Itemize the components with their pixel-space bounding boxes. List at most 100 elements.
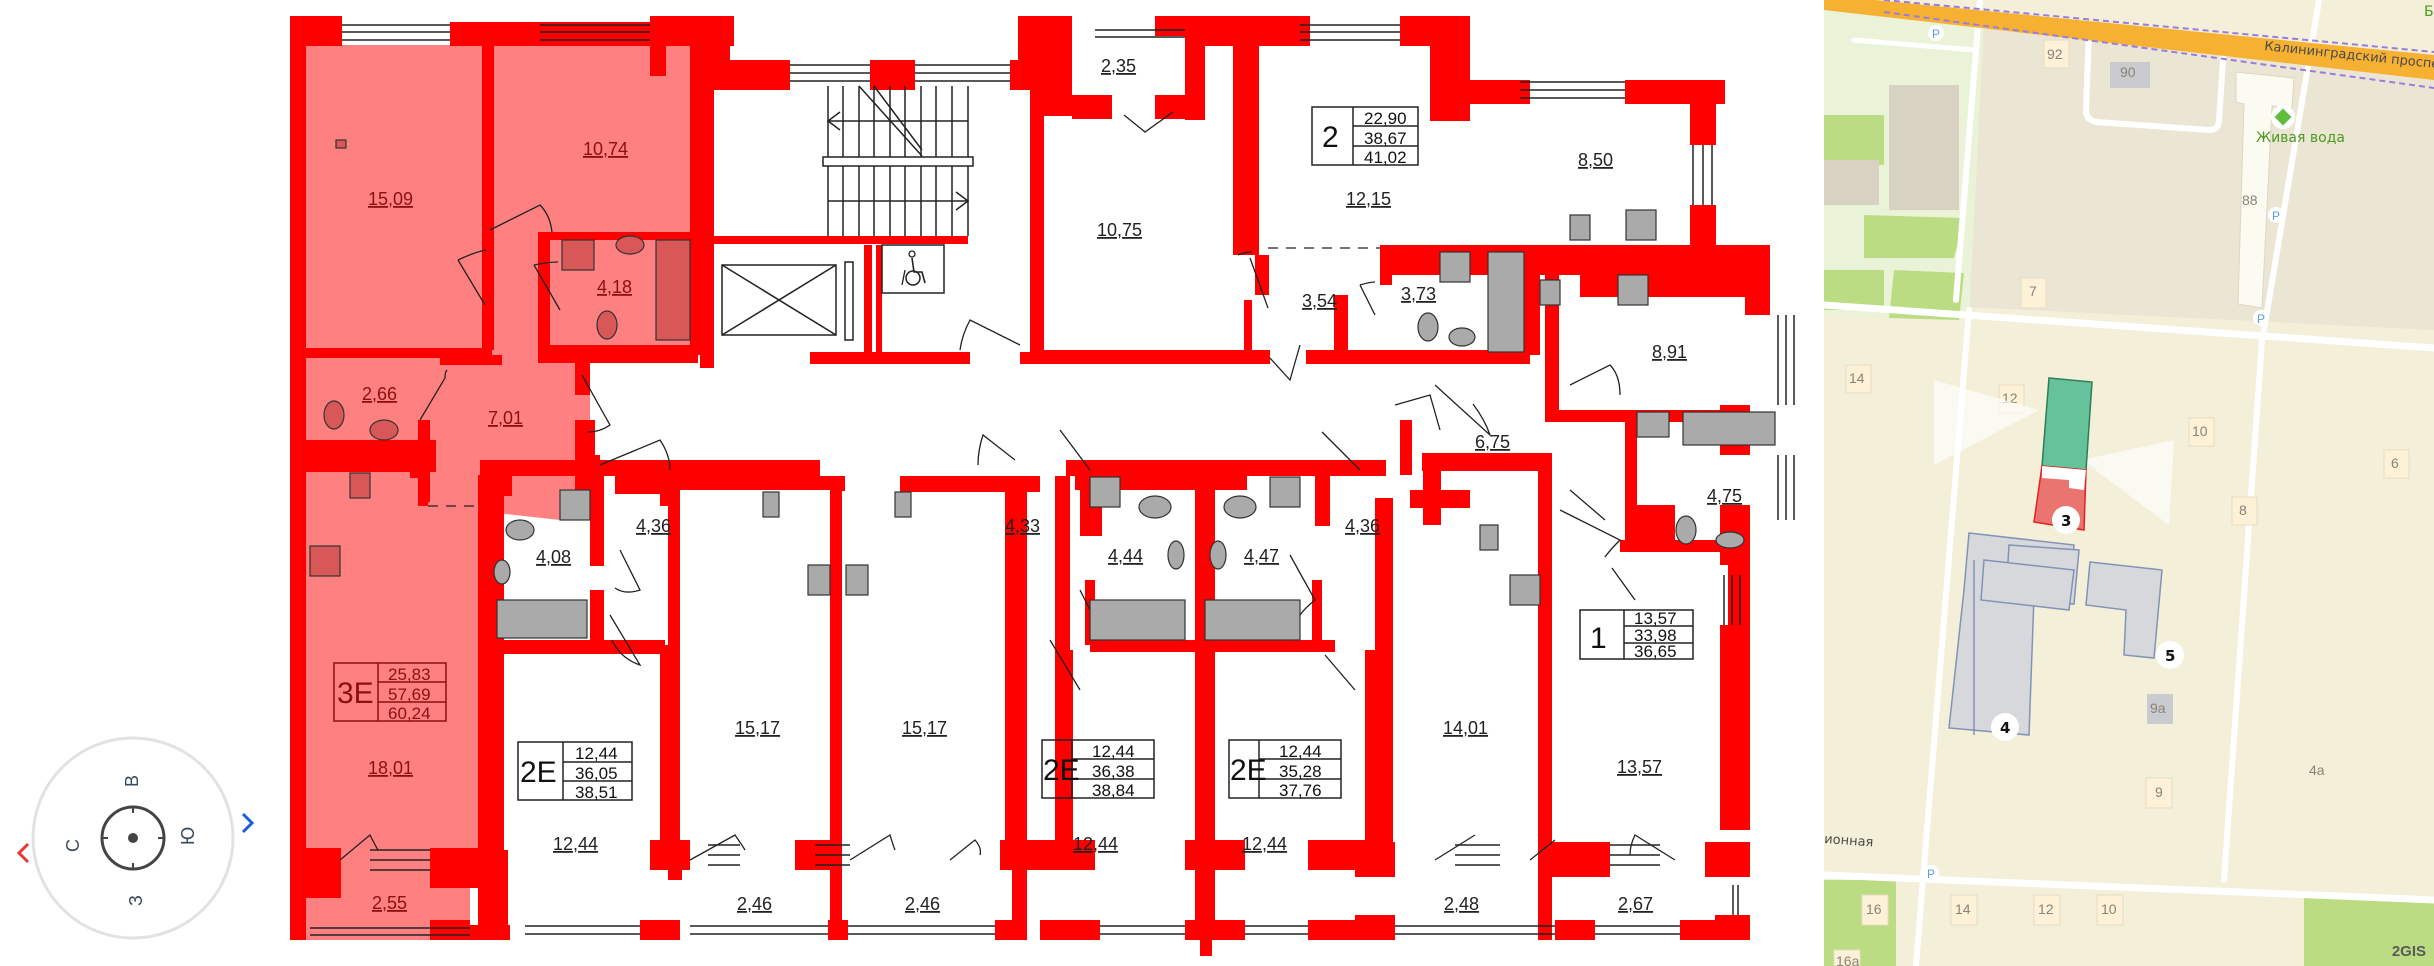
compass-south-label: Ю: [178, 827, 198, 845]
room-area: 14,01: [1443, 718, 1488, 738]
room-area: 10,75: [1097, 220, 1142, 240]
rotate-left-icon[interactable]: [14, 840, 34, 866]
room-area: 4,18: [597, 277, 632, 297]
svg-text:12: 12: [2038, 901, 2054, 917]
svg-text:92: 92: [2047, 46, 2063, 62]
room-area: 15,17: [902, 718, 947, 738]
room-area: 15,09: [368, 189, 413, 209]
zone-dividers: [428, 247, 1380, 507]
map-logo: 2GIS: [2391, 943, 2426, 960]
total-area: 33,98: [1634, 626, 1677, 645]
svg-text:10: 10: [2192, 423, 2208, 439]
apartment-info-2e-c[interactable]: 2Е 12,44 35,28 37,76: [1228, 739, 1342, 800]
room-area: 2,46: [737, 894, 772, 914]
svg-text:6: 6: [2391, 455, 2399, 471]
svg-text:10: 10: [2101, 901, 2117, 917]
living-area: 12,44: [575, 744, 618, 763]
street-label-bottom: ионная: [1824, 832, 1874, 850]
svg-text:Живая вода: Живая вода: [2256, 130, 2345, 146]
elevator-shaft: [721, 261, 854, 341]
total-area-balcony: 60,24: [388, 704, 431, 723]
room-area: 4,08: [536, 547, 571, 567]
location-map[interactable]: Калининградский проспект ионная 92 90 88…: [1824, 0, 2434, 966]
apartment-info-1[interactable]: 1 13,57 33,98 36,65: [1579, 609, 1694, 661]
total-area-balcony: 36,65: [1634, 642, 1677, 661]
svg-text:9а: 9а: [2150, 700, 2166, 716]
svg-text:90: 90: [2120, 64, 2136, 80]
room-area: 2,48: [1444, 894, 1479, 914]
map-houses: 92 90 88 7 14 12 10 6 8 9а 9 4а 16 14 12…: [1833, 39, 2410, 966]
map-buildings-gray: [1948, 532, 2163, 736]
living-area: 12,44: [1092, 742, 1135, 761]
total-area: 57,69: [388, 685, 431, 704]
room-area: 6,75: [1475, 432, 1510, 452]
room-area: 3,73: [1401, 284, 1436, 304]
building-badge-3[interactable]: 3: [2052, 506, 2080, 534]
total-area: 36,05: [575, 764, 618, 783]
walls: [290, 16, 1770, 956]
room-area: 2,67: [1618, 894, 1653, 914]
fixtures: [309, 139, 1776, 641]
apartment-info-3e[interactable]: 3Е 25,83 57,69 60,24: [333, 662, 447, 723]
room-area: 12,44: [1242, 834, 1287, 854]
svg-text:4а: 4а: [2309, 762, 2325, 778]
room-labels: 15,09 10,74 4,18 2,66 7,01 18,01 2,55 2,…: [362, 56, 1742, 914]
apartment-info-2e-a[interactable]: 2Е 12,44 36,05 38,51: [517, 741, 633, 802]
apartment-type: 2Е: [520, 756, 557, 789]
room-area: 2,35: [1101, 56, 1136, 76]
room-area: 13,57: [1617, 757, 1662, 777]
room-area: 4,75: [1707, 486, 1742, 506]
svg-text:3: 3: [2061, 512, 2071, 530]
room-area: 4,47: [1244, 546, 1279, 566]
svg-text:16а: 16а: [1836, 953, 1860, 966]
total-area-balcony: 38,51: [575, 783, 618, 802]
room-area: 2,46: [905, 894, 940, 914]
total-area-balcony: 38,84: [1092, 781, 1135, 800]
total-area-balcony: 37,76: [1279, 781, 1322, 800]
wheelchair-accessible-icon: [881, 244, 945, 294]
room-area: 10,74: [583, 139, 628, 159]
apartment-type: 2: [1322, 121, 1339, 154]
room-area: 8,50: [1578, 150, 1613, 170]
svg-text:14: 14: [1955, 901, 1971, 917]
room-area: 4,36: [636, 516, 671, 536]
parking-markers: P P P P: [1923, 25, 2284, 881]
living-area: 25,83: [388, 665, 431, 684]
apartment-type: 2Е: [1043, 754, 1080, 787]
svg-text:P: P: [2257, 312, 2265, 326]
living-area: 12,44: [1279, 742, 1322, 761]
svg-text:88: 88: [2242, 192, 2258, 208]
compass-north-label: С: [63, 839, 83, 852]
apartment-type: 1: [1590, 622, 1607, 655]
room-area: 15,17: [735, 718, 780, 738]
room-area: 18,01: [368, 758, 413, 778]
rotate-right-icon[interactable]: [238, 810, 258, 836]
compass-west-label: З: [126, 895, 146, 906]
windows: [310, 24, 1795, 936]
room-area: 4,44: [1108, 546, 1143, 566]
compass-rotate-control[interactable]: В Ю С З: [22, 727, 244, 949]
svg-text:4: 4: [2000, 719, 2010, 737]
total-area: 35,28: [1279, 762, 1322, 781]
svg-text:7: 7: [2029, 283, 2037, 299]
apartment-info-2[interactable]: 2 22,90 38,67 41,02: [1311, 106, 1419, 167]
room-area: 4,33: [1005, 516, 1040, 536]
poi-zhivaya-voda[interactable]: Живая вода: [2256, 105, 2345, 146]
room-area: 12,15: [1346, 189, 1391, 209]
room-area: 4,36: [1345, 516, 1380, 536]
room-area: 7,01: [488, 408, 523, 428]
svg-text:P: P: [2272, 209, 2280, 223]
living-area: 22,90: [1364, 109, 1407, 128]
total-area: 38,67: [1364, 129, 1407, 148]
staircase: [822, 85, 974, 236]
room-area: 2,55: [372, 893, 407, 913]
svg-text:P: P: [1927, 867, 1935, 881]
building-badge-4[interactable]: 4: [1991, 713, 2019, 741]
compass-east-label: В: [122, 775, 142, 787]
apartment-info-2e-b[interactable]: 2Е 12,44 36,38 38,84: [1041, 739, 1155, 800]
svg-text:8: 8: [2239, 502, 2247, 518]
apartment-type: 3Е: [337, 677, 374, 710]
building-badge-5[interactable]: 5: [2156, 641, 2184, 669]
svg-text:5: 5: [2165, 647, 2175, 665]
living-area: 13,57: [1634, 609, 1677, 628]
